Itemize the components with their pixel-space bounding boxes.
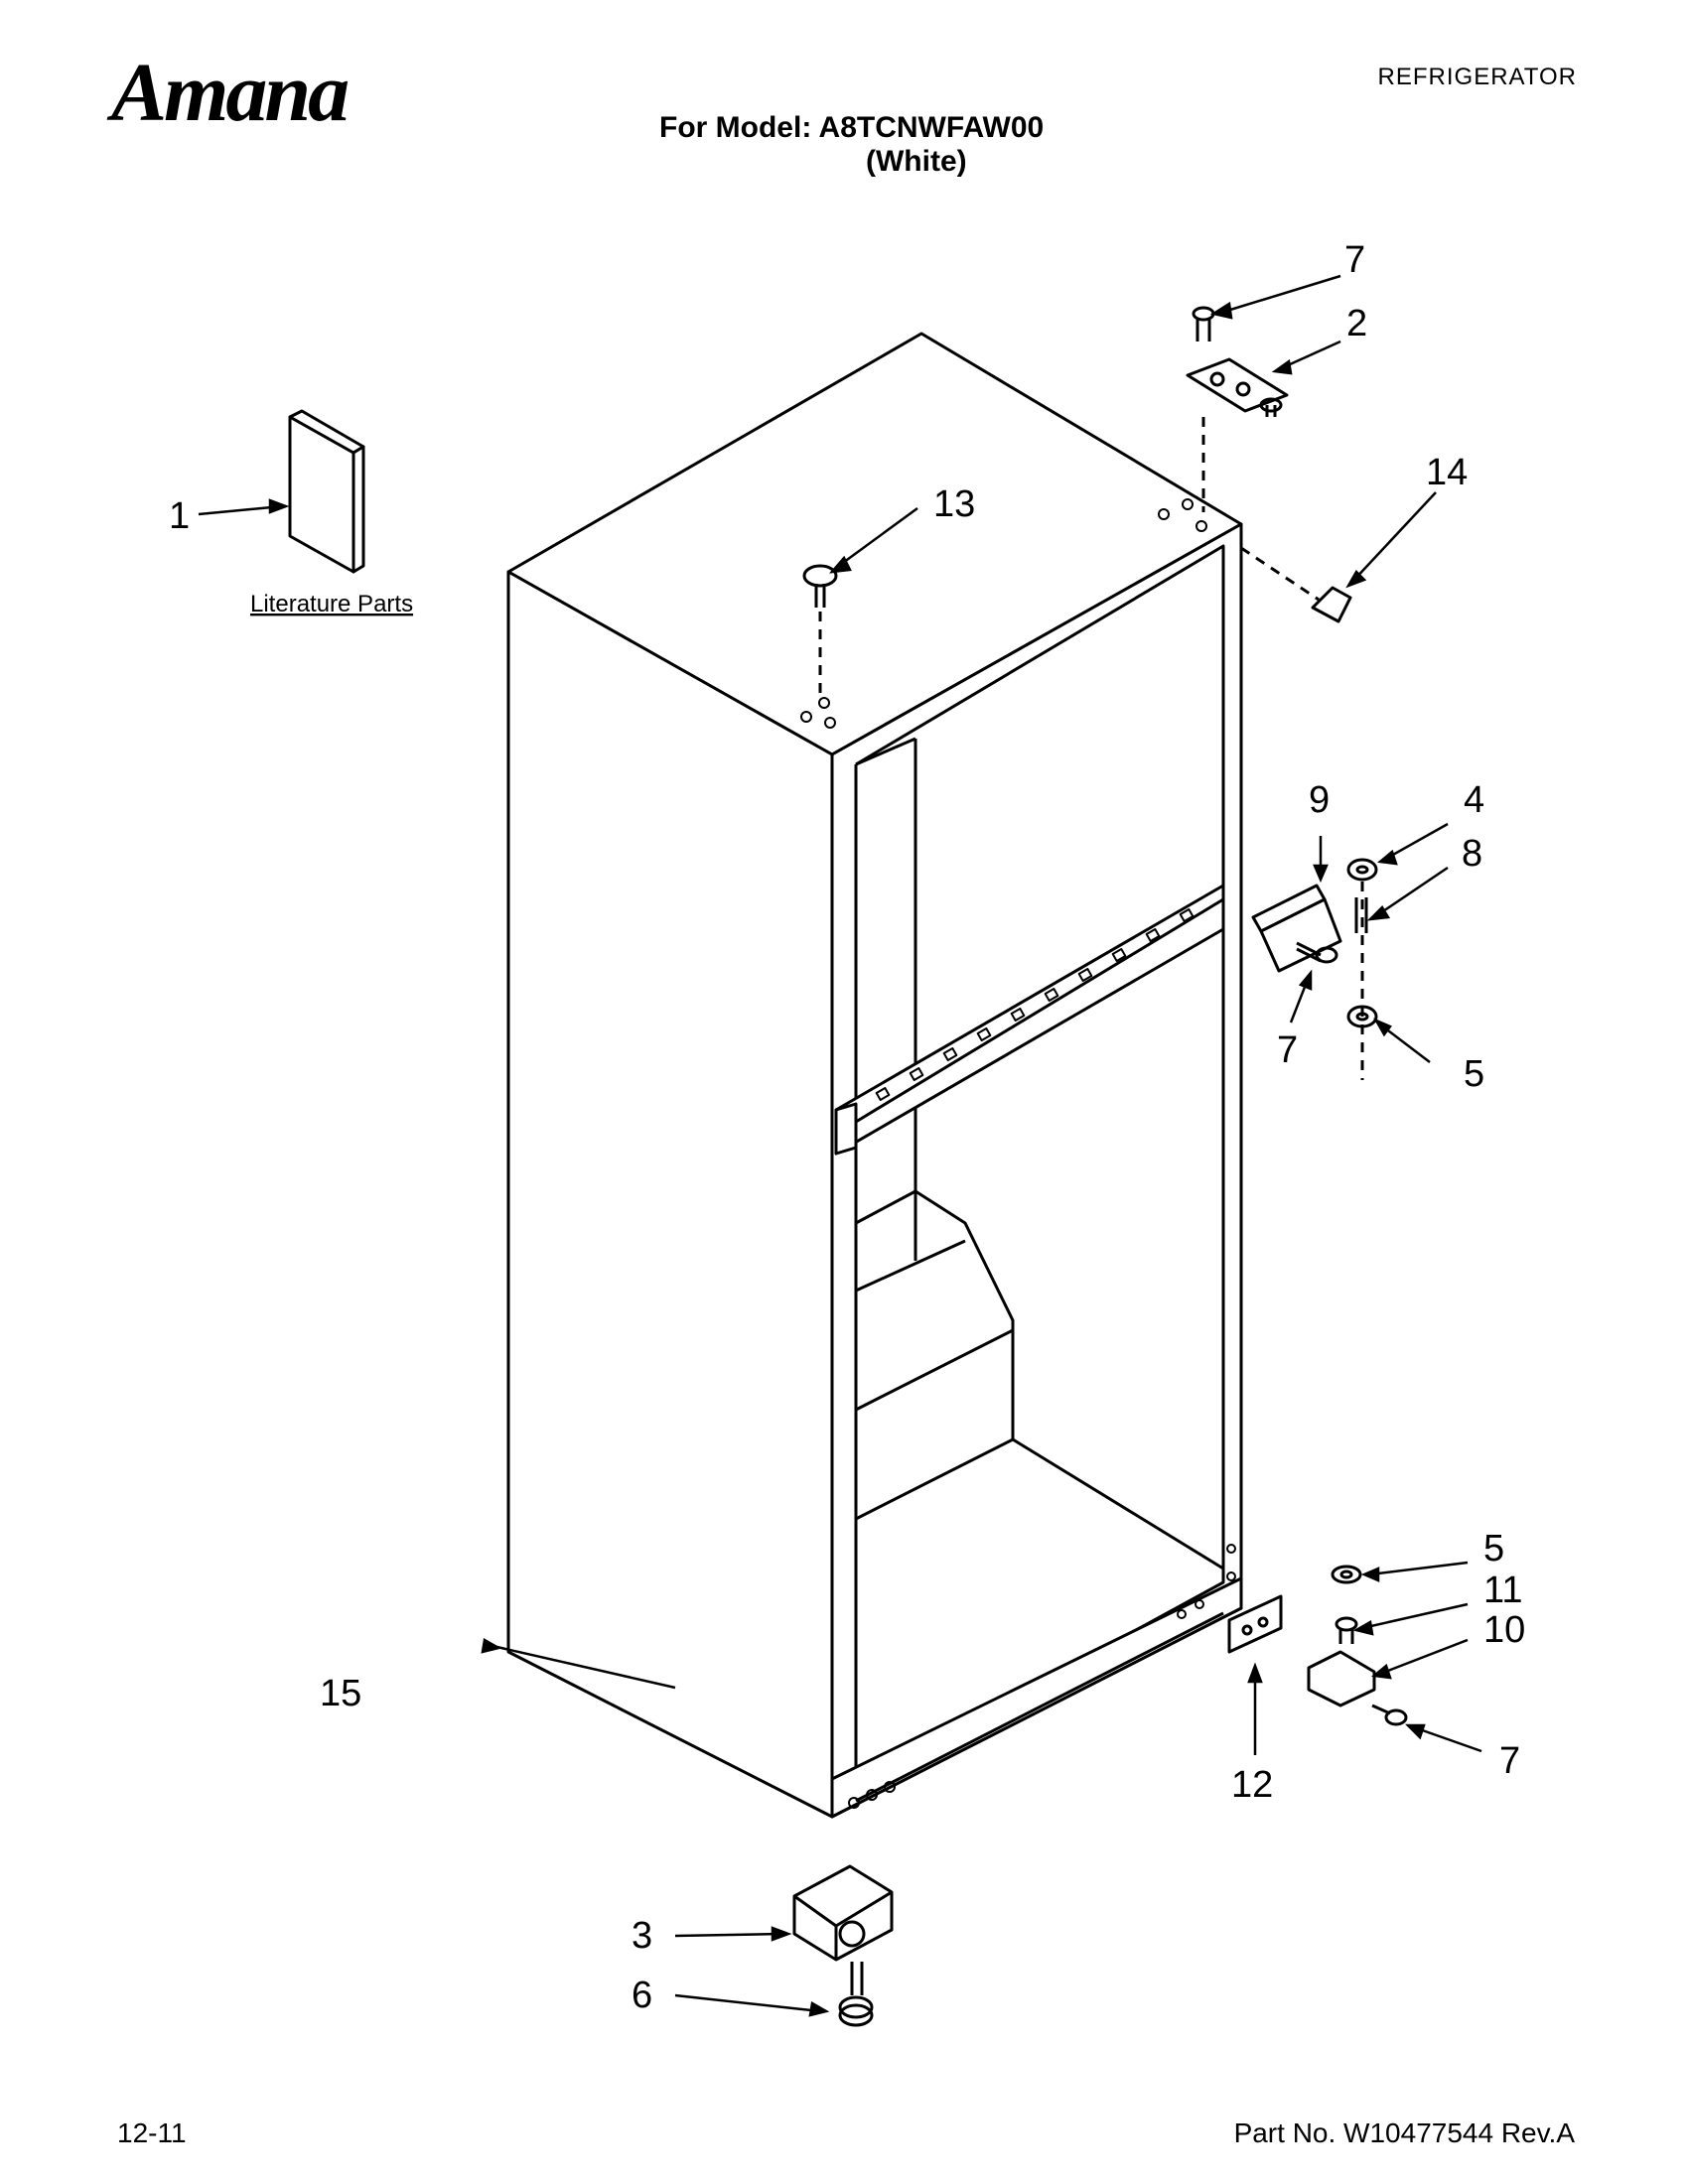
top-hinge-part <box>1186 357 1289 417</box>
callout-14: 14 <box>1426 452 1468 493</box>
hole-plug <box>802 564 838 608</box>
callout-12: 12 <box>1231 1764 1273 1806</box>
callout-5-bottom: 5 <box>1483 1528 1504 1570</box>
screw-top <box>1192 306 1215 341</box>
callout-7-bottom: 7 <box>1499 1740 1520 1782</box>
callout-5-middle: 5 <box>1464 1053 1484 1095</box>
callout-leaders <box>198 274 1482 2017</box>
revision-date: 12-11 <box>117 2117 187 2148</box>
top-hinge-holes <box>800 498 1236 1809</box>
leveling-leg <box>838 1962 874 2027</box>
appliance-category: REFRIGERATOR <box>1377 64 1577 90</box>
callout-1: 1 <box>169 495 190 537</box>
document-part-number: Part No. W10477544 Rev.A <box>1233 2117 1575 2148</box>
cabinet-shell <box>506 332 1243 1819</box>
roller-assembly <box>792 1864 894 1962</box>
center-mullion <box>834 884 1225 1156</box>
callout-11: 11 <box>1483 1570 1522 1611</box>
callout-15: 15 <box>320 1673 361 1714</box>
model-color: (White) <box>866 145 967 178</box>
assembly-guide-lines <box>818 417 1364 1080</box>
callout-8: 8 <box>1462 833 1482 875</box>
callout-3: 3 <box>632 1915 652 1957</box>
center-hinge-assembly <box>1251 858 1378 1028</box>
callout-13: 13 <box>933 483 975 525</box>
callout-4: 4 <box>1464 779 1484 821</box>
callout-6: 6 <box>632 1975 652 2016</box>
model-number: For Model: A8TCNWFAW00 <box>659 111 1045 144</box>
callout-7-top: 7 <box>1344 239 1365 281</box>
literature-parts-label: Literature Parts <box>250 591 413 617</box>
callout-10: 10 <box>1483 1609 1525 1651</box>
callout-7-middle: 7 <box>1277 1029 1298 1071</box>
bottom-hinge-assembly <box>1227 1565 1408 1726</box>
literature-booklet <box>288 409 365 574</box>
callout-numbers: 1 Literature Parts 7 2 13 14 9 4 8 7 5 5… <box>169 239 1525 2016</box>
brand-logo: Amana <box>111 47 350 139</box>
callout-2: 2 <box>1346 303 1367 344</box>
hinge-cover <box>1311 586 1352 623</box>
callout-9: 9 <box>1309 779 1330 821</box>
